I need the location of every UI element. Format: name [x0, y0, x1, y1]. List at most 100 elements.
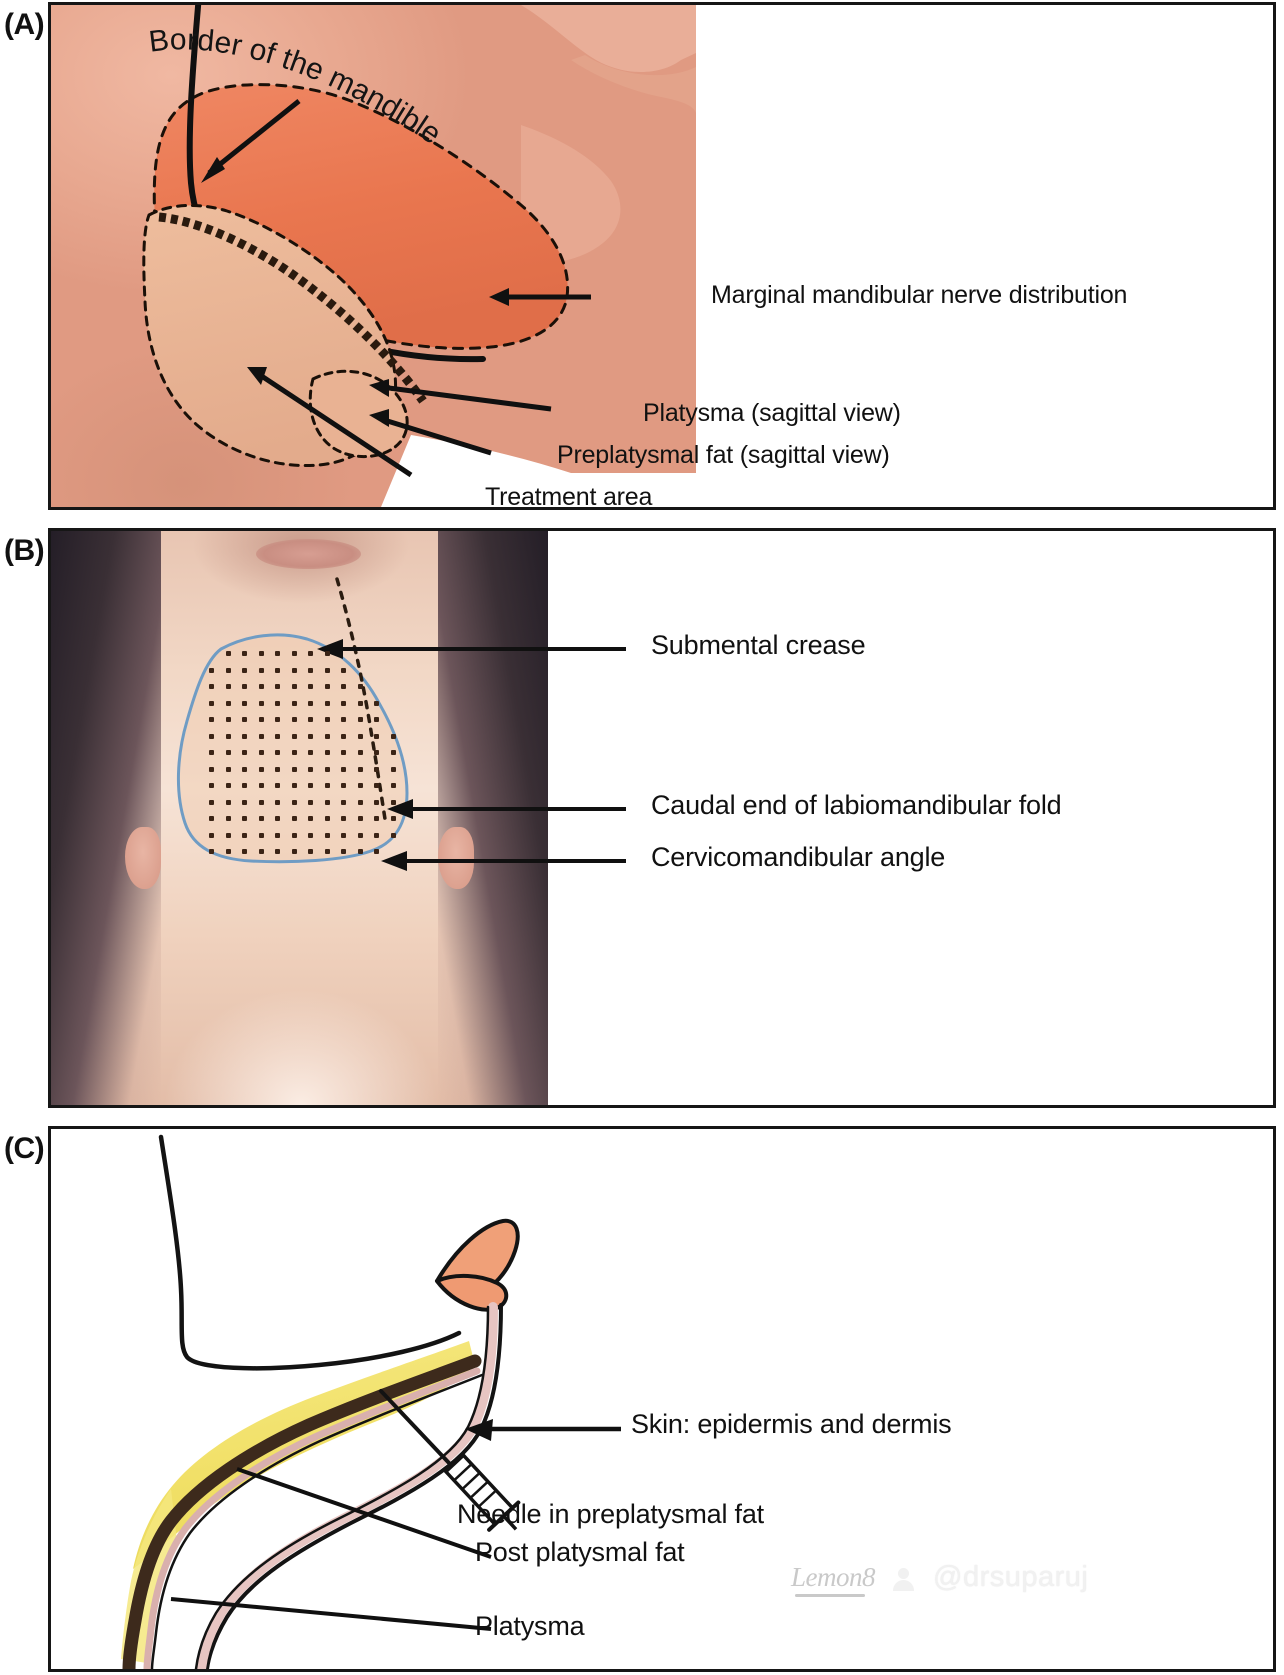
cervicomandibular-angle-arrowhead [381, 851, 407, 871]
injection-dot [390, 832, 396, 838]
preplatysmal-fat-arrowhead [369, 409, 389, 427]
injection-dot-grid [203, 643, 425, 861]
injection-dot [357, 700, 363, 706]
injection-dot [324, 783, 330, 788]
injection-dot [374, 750, 379, 755]
injection-dot [258, 684, 264, 689]
injection-dot [242, 667, 247, 673]
injection-dot [225, 766, 231, 772]
injection-dot [275, 684, 280, 689]
panel-a-vector-overlay [142, 5, 696, 507]
injection-dot [242, 783, 247, 788]
injection-dot [275, 750, 280, 755]
caudal-end-labiomandibular-fold-label: Caudal end of labiomandibular fold [651, 790, 1062, 820]
injection-dot [275, 700, 280, 706]
injection-dot [258, 651, 264, 656]
injection-dot [324, 733, 330, 739]
injection-dot [258, 783, 264, 788]
injection-dot [341, 766, 346, 772]
injection-dot [324, 700, 330, 706]
preplatysmal-fat-sagittal-label: Preplatysmal fat (sagittal view) [557, 441, 890, 469]
border-of-mandible-leader [207, 99, 301, 175]
treatment-area-leader [255, 370, 413, 478]
skin-epidermis-dermis-label: Skin: epidermis and dermis [631, 1409, 952, 1439]
injection-dot [374, 799, 379, 805]
injection-dot [209, 750, 214, 755]
injection-dot [242, 684, 247, 689]
injection-dot [308, 667, 313, 673]
injection-dot [258, 750, 264, 755]
injection-dot [374, 816, 379, 821]
injection-dot [275, 816, 280, 821]
labiomandibular-fold-dashed-line [335, 577, 387, 821]
injection-dot [225, 832, 231, 838]
injection-dot [308, 816, 313, 821]
injection-dot [357, 750, 363, 755]
hair-left-shadow [51, 531, 161, 1105]
border-of-mandible-label: Border of the mandible [147, 23, 447, 151]
injection-dot [308, 684, 313, 689]
panel-a-illustration: Border of the mandible [51, 5, 696, 507]
injection-dot [308, 700, 313, 706]
injection-dot [225, 783, 231, 788]
panel-b-letter: (B) [4, 534, 45, 567]
injection-dot [324, 717, 330, 722]
injection-dot [291, 750, 297, 755]
injection-dot [242, 816, 247, 821]
injection-dot [374, 700, 379, 706]
injection-dot [209, 849, 214, 854]
injection-dot [242, 849, 247, 854]
injection-dot [390, 766, 396, 772]
injection-dot [341, 832, 346, 838]
watermark: Lemon8 @drsuparuj [791, 1561, 1089, 1597]
injection-dot [374, 832, 379, 838]
panel-c-illustration [51, 1129, 611, 1669]
post-platysmal-fat-layer [143, 1367, 481, 1669]
panel-a: Border of the mandible Marginal mandibul… [48, 2, 1276, 510]
injection-dot [357, 717, 363, 722]
injection-dot [258, 733, 264, 739]
injection-dot [275, 799, 280, 805]
lemon8-brand-watermark: Lemon8 [791, 1562, 876, 1597]
username-watermark: @drsuparuj [933, 1561, 1089, 1593]
injection-dot [341, 667, 346, 673]
injection-dot [225, 750, 231, 755]
injection-dot [258, 766, 264, 772]
injection-dot [225, 733, 231, 739]
injection-dot [390, 750, 396, 755]
injection-dot [242, 750, 247, 755]
post-platysmal-fat-label: Post platysmal fat [475, 1537, 685, 1567]
injection-dot [258, 717, 264, 722]
injection-dot [209, 832, 214, 838]
panel-c-vector-overlay [121, 1134, 521, 1669]
injection-dot [258, 667, 264, 673]
injection-dot [324, 651, 330, 656]
submental-crease-label: Submental crease [651, 630, 866, 660]
injection-dot [357, 849, 363, 854]
panel-c: Skin: epidermis and dermis Needle in pre… [48, 1126, 1276, 1672]
injection-dot [291, 667, 297, 673]
injection-dot [291, 783, 297, 788]
injection-dot [374, 717, 379, 722]
injection-dot [341, 733, 346, 739]
neck-highlight [146, 875, 456, 1105]
injection-dot [291, 733, 297, 739]
injection-dot [324, 849, 330, 854]
injection-dot [275, 766, 280, 772]
panel-b-photograph [51, 531, 548, 1105]
injection-dot [324, 799, 330, 805]
injection-dot [308, 651, 313, 656]
injection-dot [209, 766, 214, 772]
injection-dot [308, 783, 313, 788]
injection-dot [374, 733, 379, 739]
injection-dot [291, 700, 297, 706]
injection-dot [291, 651, 297, 656]
injection-dot [291, 816, 297, 821]
injection-dot [357, 684, 363, 689]
injection-dot [374, 849, 379, 854]
injection-dot [225, 667, 231, 673]
injection-dot [258, 799, 264, 805]
injection-dot [225, 717, 231, 722]
injection-dot [242, 799, 247, 805]
